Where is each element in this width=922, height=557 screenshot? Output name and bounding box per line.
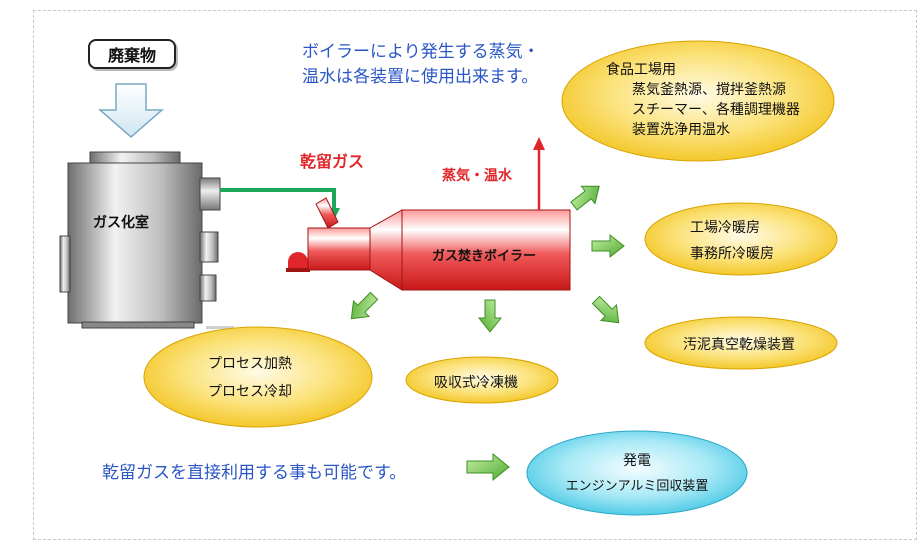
heating-text: 工場冷暖房 事務所冷暖房: [690, 215, 774, 267]
heating-ellipse: [644, 202, 838, 276]
arrow-to-chiller: [477, 299, 503, 333]
power-line-1: 発電: [623, 453, 651, 469]
food-factory-line-2: スチーマー、各種調理機器: [632, 102, 800, 118]
heating-line-1: 工場冷暖房: [690, 220, 760, 236]
gas-boiler: [286, 197, 571, 291]
power-text: 発電 エンジンアルミ回収装置: [557, 448, 717, 500]
arrow-to-sludge-dryer: [591, 295, 620, 324]
heating-line-2: 事務所冷暖房: [690, 246, 774, 262]
top-note: ボイラーにより発生する蒸気・ 温水は各装置に使用出来ます。: [302, 40, 540, 90]
process-ellipse: [143, 326, 373, 428]
food-factory-line-3: 装置洗浄用温水: [632, 122, 730, 138]
chiller-ellipse: [405, 356, 559, 404]
arrow-to-power: [466, 452, 510, 482]
power-line-2: エンジンアルミ回収装置: [565, 479, 709, 494]
top-note-line-2: 温水は各装置に使用出来ます。: [302, 67, 539, 87]
bottom-note: 乾留ガスを直接利用する事も可能です。: [102, 463, 407, 483]
dashed-frame: [33, 10, 917, 540]
chiller-text: 吸収式冷凍機: [434, 375, 518, 391]
gasifier-vessel: [59, 151, 234, 329]
sludge-dryer-ellipse: [644, 316, 838, 370]
gasifier-label: ガス化室: [93, 215, 149, 231]
boiler-label: ガス焚きボイラー: [432, 249, 537, 264]
food-factory-title: 食品工場用: [606, 62, 676, 78]
top-note-line-1: ボイラーにより発生する蒸気・: [302, 42, 540, 62]
waste-down-arrow: [97, 83, 165, 138]
arrow-to-food-factory: [570, 185, 600, 211]
arrow-to-process: [350, 291, 379, 320]
food-factory-text: 食品工場用 蒸気釜熱源、撹拌釜熱源 スチーマー、各種調理機器 装置洗浄用温水: [606, 60, 800, 140]
arrow-to-heating: [591, 233, 625, 259]
gas-pipe: [220, 188, 336, 216]
process-text: プロセス加熱 プロセス冷却: [208, 350, 292, 406]
steam-label: 蒸気・温水: [442, 168, 512, 184]
sludge-dryer-text: 汚泥真空乾燥装置: [683, 337, 795, 353]
power-ellipse: [526, 430, 748, 516]
waste-label: 廃棄物: [88, 39, 176, 69]
food-factory-ellipse: [561, 40, 835, 162]
food-factory-line-1: 蒸気釜熱源、撹拌釜熱源: [632, 82, 786, 98]
pyrolysis-gas-label: 乾留ガス: [300, 152, 365, 171]
process-line-2: プロセス冷却: [208, 384, 292, 400]
process-line-1: プロセス加熱: [208, 356, 292, 372]
